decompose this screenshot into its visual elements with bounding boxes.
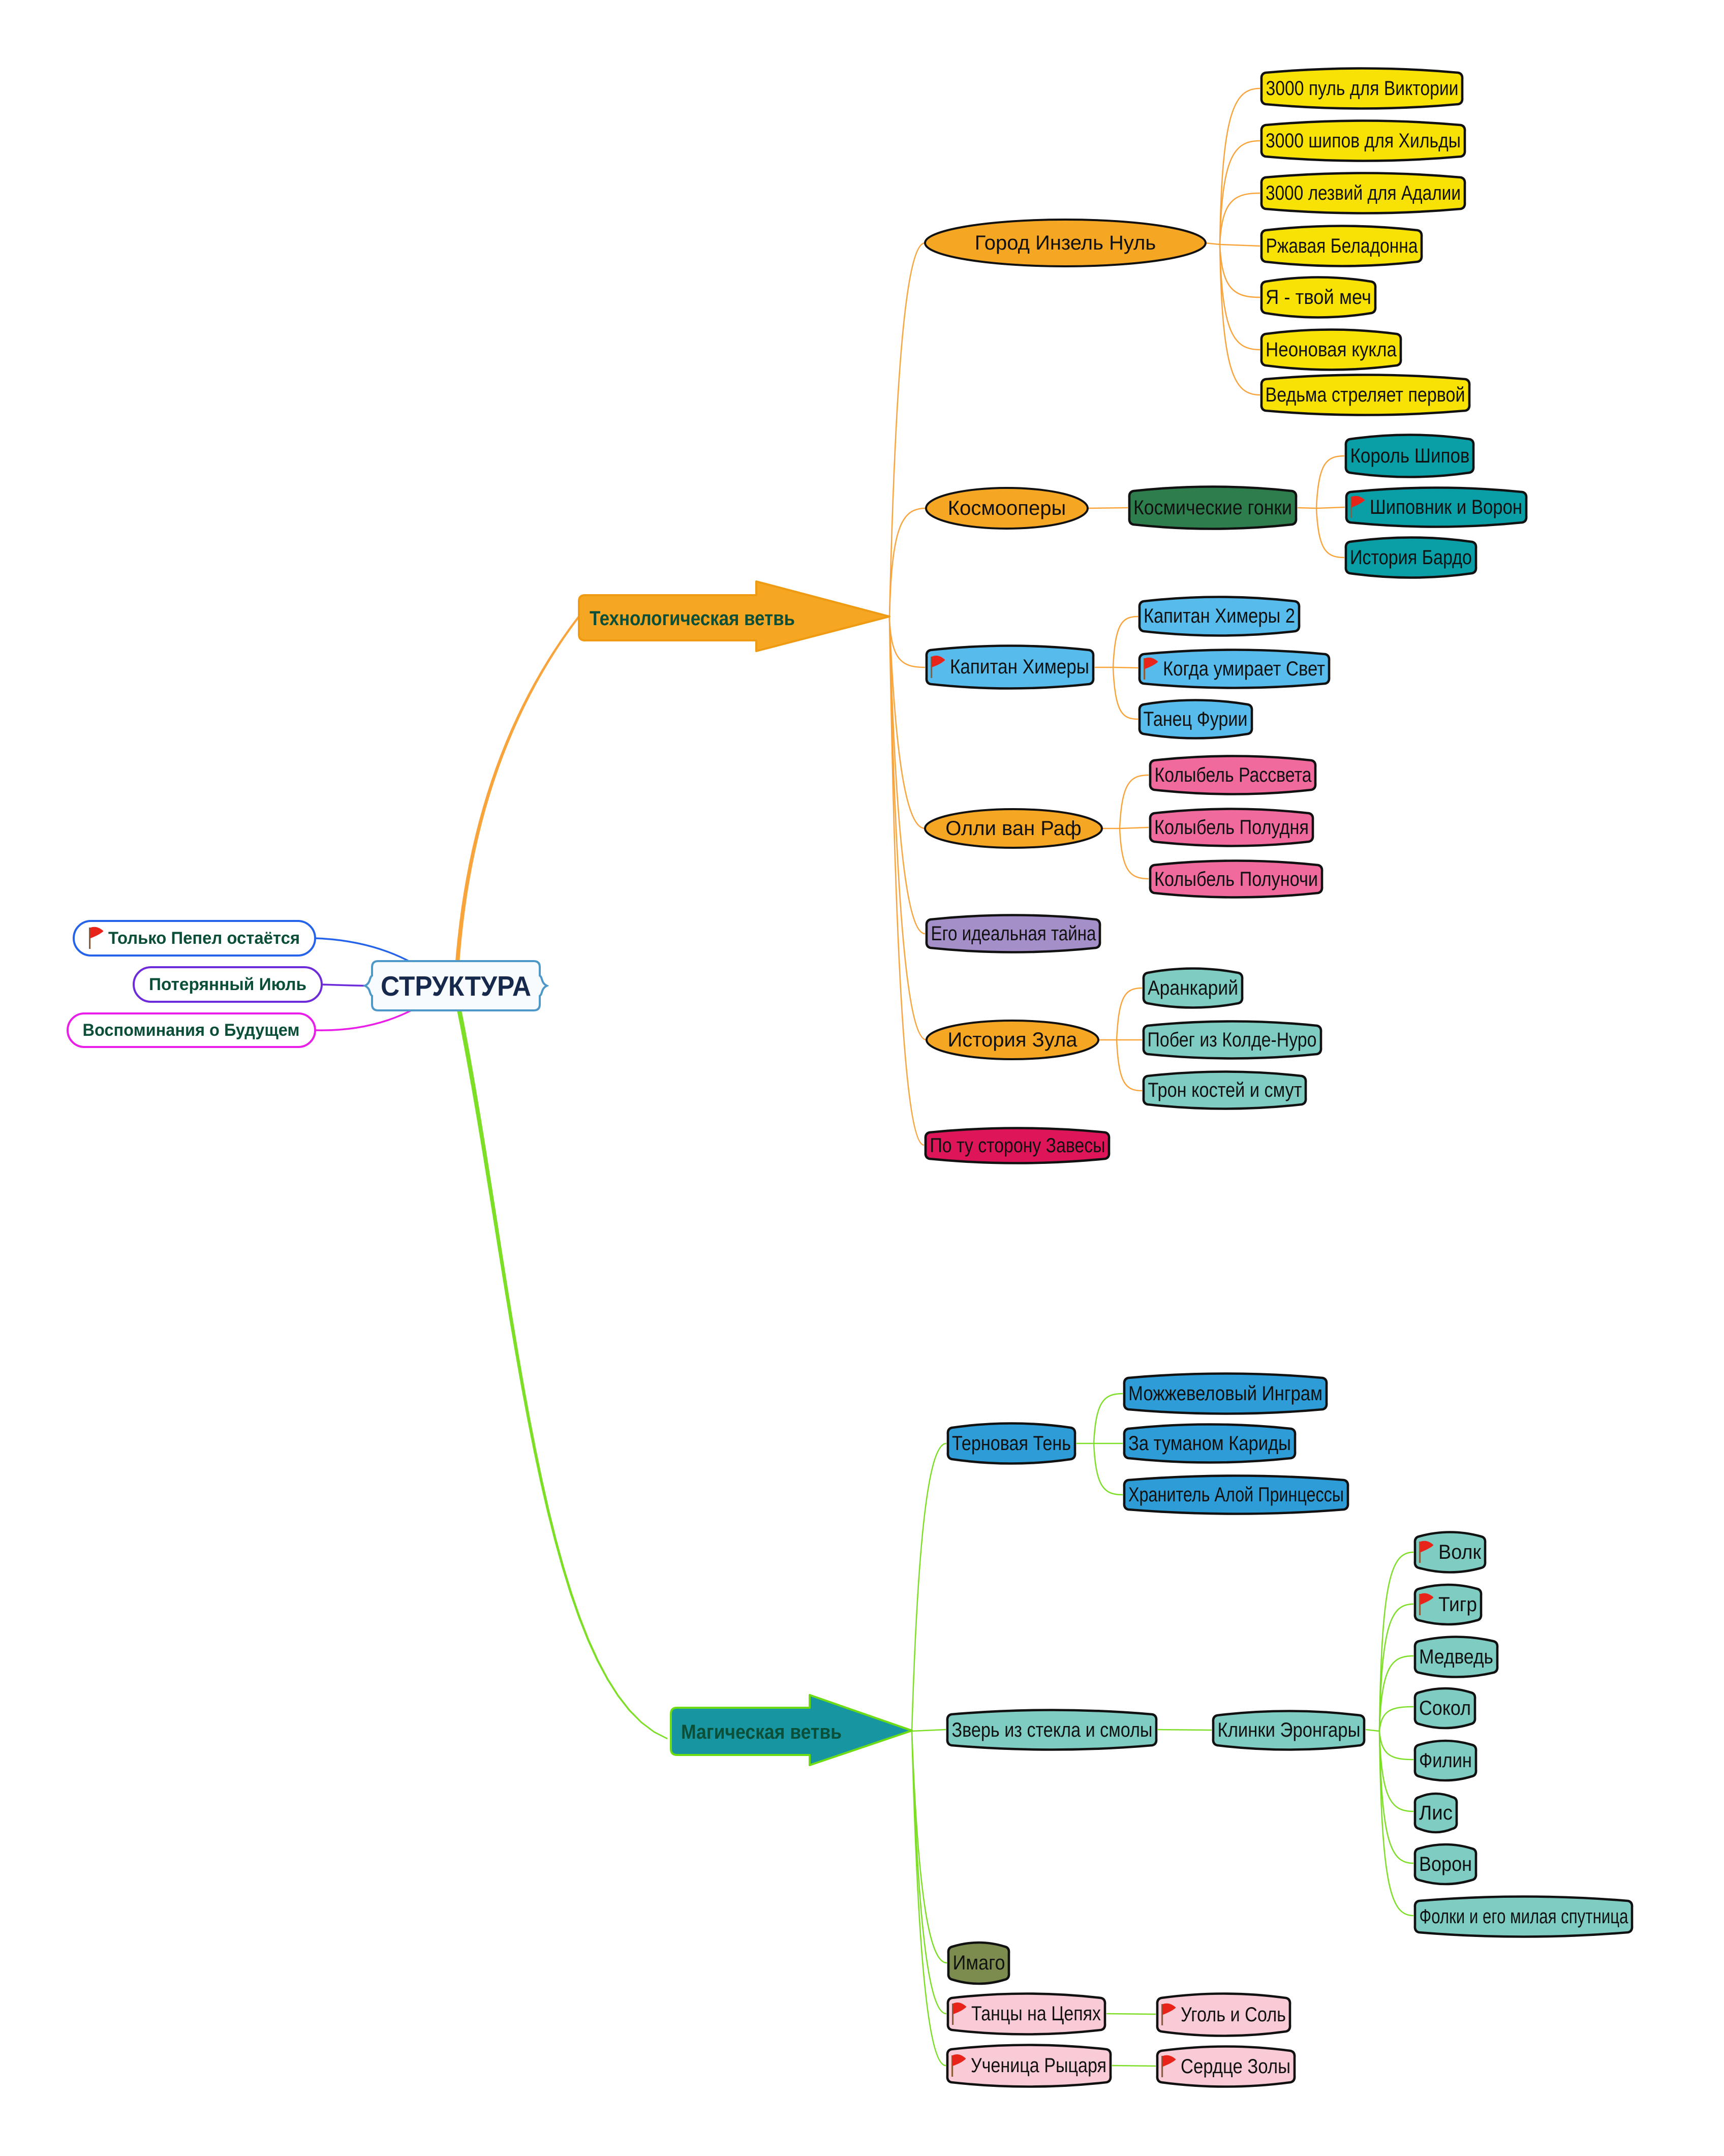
svg-text:Колыбель Полудня: Колыбель Полудня — [1154, 816, 1309, 839]
svg-text:Ржавая Беладонна: Ржавая Беладонна — [1266, 235, 1419, 257]
svg-text:Аранкарий: Аранкарий — [1148, 977, 1238, 999]
svg-text:Клинки Эронгары: Клинки Эронгары — [1218, 1719, 1361, 1741]
svg-text:Король Шипов: Король Шипов — [1350, 445, 1470, 467]
svg-text:Волк: Волк — [1438, 1541, 1481, 1563]
svg-text:Побег из Колде-Нуро: Побег из Колде-Нуро — [1148, 1029, 1317, 1051]
svg-text:Капитан Химеры: Капитан Химеры — [950, 656, 1089, 678]
svg-text:Колыбель Рассвета: Колыбель Рассвета — [1155, 764, 1312, 786]
svg-text:Магическая ветвь: Магическая ветвь — [681, 1721, 842, 1743]
svg-text:Космооперы: Космооперы — [948, 497, 1066, 519]
svg-text:Трон костей и смут: Трон костей и смут — [1148, 1079, 1302, 1101]
svg-text:По ту сторону Завесы: По ту сторону Завесы — [930, 1134, 1105, 1157]
svg-text:Шиповник и Ворон: Шиповник и Ворон — [1370, 496, 1522, 518]
svg-text:Когда умирает Свет: Когда умирает Свет — [1163, 658, 1325, 680]
svg-text:Хранитель Алой Принцессы: Хранитель Алой Принцессы — [1128, 1484, 1344, 1506]
svg-text:Потерянный Июль: Потерянный Июль — [149, 975, 306, 994]
svg-text:Ученица Рыцаря: Ученица Рыцаря — [971, 2054, 1106, 2077]
svg-text:Космические гонки: Космические гонки — [1133, 497, 1292, 519]
svg-text:Неоновая кукла: Неоновая кукла — [1266, 338, 1397, 361]
svg-text:3000 пуль для Виктории: 3000 пуль для Виктории — [1266, 77, 1459, 100]
svg-text:Медведь: Медведь — [1419, 1646, 1493, 1668]
svg-text:Сердце Золы: Сердце Золы — [1181, 2055, 1290, 2078]
svg-text:3000 шипов для Хильды: 3000 шипов для Хильды — [1266, 130, 1461, 152]
svg-text:Терновая Тень: Терновая Тень — [952, 1432, 1071, 1455]
svg-text:Город Инзель Нуль: Город Инзель Нуль — [975, 232, 1156, 254]
svg-text:Тигр: Тигр — [1438, 1593, 1477, 1616]
svg-text:Только Пепел остаётся: Только Пепел остаётся — [108, 929, 300, 948]
svg-text:Танец Фурии: Танец Фурии — [1144, 708, 1248, 730]
svg-text:Имаго: Имаго — [953, 1952, 1005, 1974]
svg-text:История Зула: История Зула — [947, 1029, 1078, 1051]
svg-text:СТРУКТУРА: СТРУКТУРА — [381, 970, 531, 1002]
svg-text:Можжевеловый Инграм: Можжевеловый Инграм — [1128, 1382, 1322, 1405]
svg-text:Сокол: Сокол — [1419, 1697, 1471, 1719]
svg-text:Колыбель Полуночи: Колыбель Полуночи — [1154, 868, 1318, 890]
svg-text:Я - твой меч: Я - твой меч — [1266, 286, 1371, 309]
svg-text:Воспоминания о Будущем: Воспоминания о Будущем — [83, 1021, 300, 1040]
svg-text:Филин: Филин — [1419, 1749, 1472, 1772]
svg-text:Уголь и Соль: Уголь и Соль — [1181, 2004, 1286, 2026]
svg-text:Его идеальная тайна: Его идеальная тайна — [931, 922, 1097, 945]
svg-text:Технологическая ветвь: Технологическая ветвь — [590, 607, 795, 630]
svg-text:Ведьма стреляет первой: Ведьма стреляет первой — [1266, 384, 1465, 406]
svg-text:3000 лезвий для Адалии: 3000 лезвий для Адалии — [1266, 182, 1461, 204]
svg-text:История Бардо: История Бардо — [1350, 546, 1472, 569]
svg-text:Ворон: Ворон — [1419, 1853, 1472, 1875]
svg-text:Зверь из стекла и смолы: Зверь из стекла и смолы — [952, 1719, 1153, 1741]
svg-text:Танцы на Цепях: Танцы на Цепях — [971, 2003, 1101, 2025]
svg-text:За туманом Кариды: За туманом Кариды — [1128, 1432, 1291, 1455]
svg-text:Капитан Химеры 2: Капитан Химеры 2 — [1144, 605, 1295, 627]
svg-text:Лис: Лис — [1419, 1802, 1453, 1824]
svg-text:Фолки и его милая спутница: Фолки и его милая спутница — [1420, 1905, 1629, 1928]
svg-text:Олли ван Раф: Олли ван Раф — [945, 817, 1082, 840]
